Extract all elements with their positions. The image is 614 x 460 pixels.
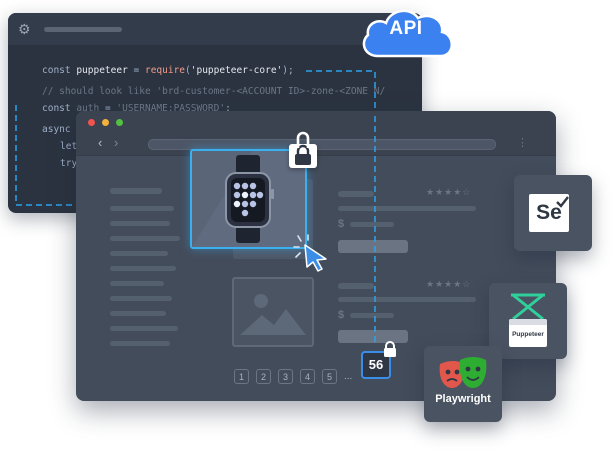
page-ellipsis: ... (344, 371, 353, 382)
sidebar-skeleton (110, 281, 164, 286)
image-placeholder-icon (232, 277, 314, 347)
padlock-glyph (295, 144, 311, 165)
product-title-skeleton (338, 191, 374, 197)
back-arrow-icon[interactable]: ‹ (98, 135, 103, 150)
code-line-1: const puppeteer = require('puppeteer-cor… (42, 65, 294, 76)
sidebar-skeleton (110, 251, 168, 256)
sidebar-skeleton (110, 266, 176, 271)
cloud-icon (362, 9, 453, 58)
code-token: const (42, 65, 77, 76)
address-bar[interactable] (148, 139, 496, 150)
code-line-5: let (60, 141, 78, 152)
playwright-label: Playwright (435, 393, 491, 405)
checkmark-icon (556, 196, 569, 208)
product-desc-skeleton (338, 297, 476, 302)
puppeteer-logo-icon: Puppeteer (509, 293, 547, 349)
code-token: = (127, 65, 145, 76)
browser-titlebar (76, 111, 556, 133)
playwright-masks-icon (439, 357, 487, 388)
code-editor-title-placeholder (44, 27, 122, 32)
sidebar-skeleton (110, 341, 170, 346)
code-editor-header: ⚙ (8, 13, 422, 45)
small-lock-icon (384, 341, 396, 357)
gear-icon[interactable]: ⚙ (18, 21, 31, 37)
playwright-tile: Playwright (424, 346, 502, 422)
sidebar-skeleton (110, 296, 172, 301)
code-token: puppeteer (76, 65, 128, 76)
code-line-2: // should look like 'brd-customer-<ACCOU… (42, 86, 386, 97)
add-to-cart-button[interactable] (338, 330, 408, 343)
code-line-3: const auth = 'USERNAME:PASSWORD'; (42, 103, 231, 114)
puppeteer-window-bar (509, 319, 547, 325)
price-icon: $ (338, 218, 345, 230)
sidebar-skeleton (110, 221, 170, 226)
selected-product-card[interactable] (190, 149, 307, 249)
code-line-6: try (60, 158, 78, 169)
code-token: require (144, 65, 186, 76)
sidebar-skeleton (110, 311, 166, 316)
rating-stars-icon: ★★★★☆ (426, 279, 472, 289)
puppeteer-label: Puppeteer (512, 331, 544, 338)
forward-arrow-icon[interactable]: › (114, 135, 119, 150)
price-icon: $ (338, 309, 345, 321)
smartwatch-icon (192, 151, 305, 247)
page-button-2[interactable]: 2 (256, 369, 271, 384)
sidebar-skeleton (110, 236, 180, 241)
puppeteer-window-glyph: Puppeteer (509, 319, 547, 347)
page-button-5[interactable]: 5 (322, 369, 337, 384)
page-button-3[interactable]: 3 (278, 369, 293, 384)
add-to-cart-button[interactable] (338, 240, 408, 253)
puppeteer-strings-glyph (511, 293, 545, 321)
sidebar-skeleton (110, 188, 162, 194)
maximize-dot[interactable] (116, 119, 123, 126)
page-button-1[interactable]: 1 (234, 369, 249, 384)
sidebar-skeleton (110, 206, 174, 211)
more-menu-icon[interactable]: ⋮ (517, 137, 528, 149)
puppeteer-tile: Puppeteer (489, 283, 567, 359)
sidebar-skeleton (110, 326, 178, 331)
code-line-4: async (42, 124, 71, 135)
code-token: const (42, 103, 77, 114)
selenium-logo-icon: Se (529, 194, 569, 232)
lock-icon (289, 144, 317, 168)
rating-stars-icon: ★★★★☆ (426, 187, 472, 197)
minimize-dot[interactable] (102, 119, 109, 126)
code-token: 'USERNAME:PASSWORD' (116, 103, 226, 114)
code-token: = (99, 103, 117, 114)
selenium-logo-text: Se (536, 201, 562, 224)
lock-shackle-icon (296, 131, 310, 148)
product-desc-skeleton (338, 206, 476, 211)
code-token: 'puppeteer-core' (190, 65, 283, 76)
api-label: API (389, 18, 423, 39)
code-token: ( (185, 65, 191, 76)
mouse-cursor-icon (293, 234, 327, 272)
price-skeleton (350, 313, 394, 318)
code-token: ); (282, 65, 294, 76)
code-token: auth (76, 103, 100, 114)
product-title-skeleton (338, 283, 374, 289)
image-icon (240, 294, 306, 335)
code-token: ; (225, 103, 231, 114)
page-button-4[interactable]: 4 (300, 369, 315, 384)
price-skeleton (350, 222, 394, 227)
close-dot[interactable] (88, 119, 95, 126)
selenium-tile: Se (514, 175, 592, 251)
